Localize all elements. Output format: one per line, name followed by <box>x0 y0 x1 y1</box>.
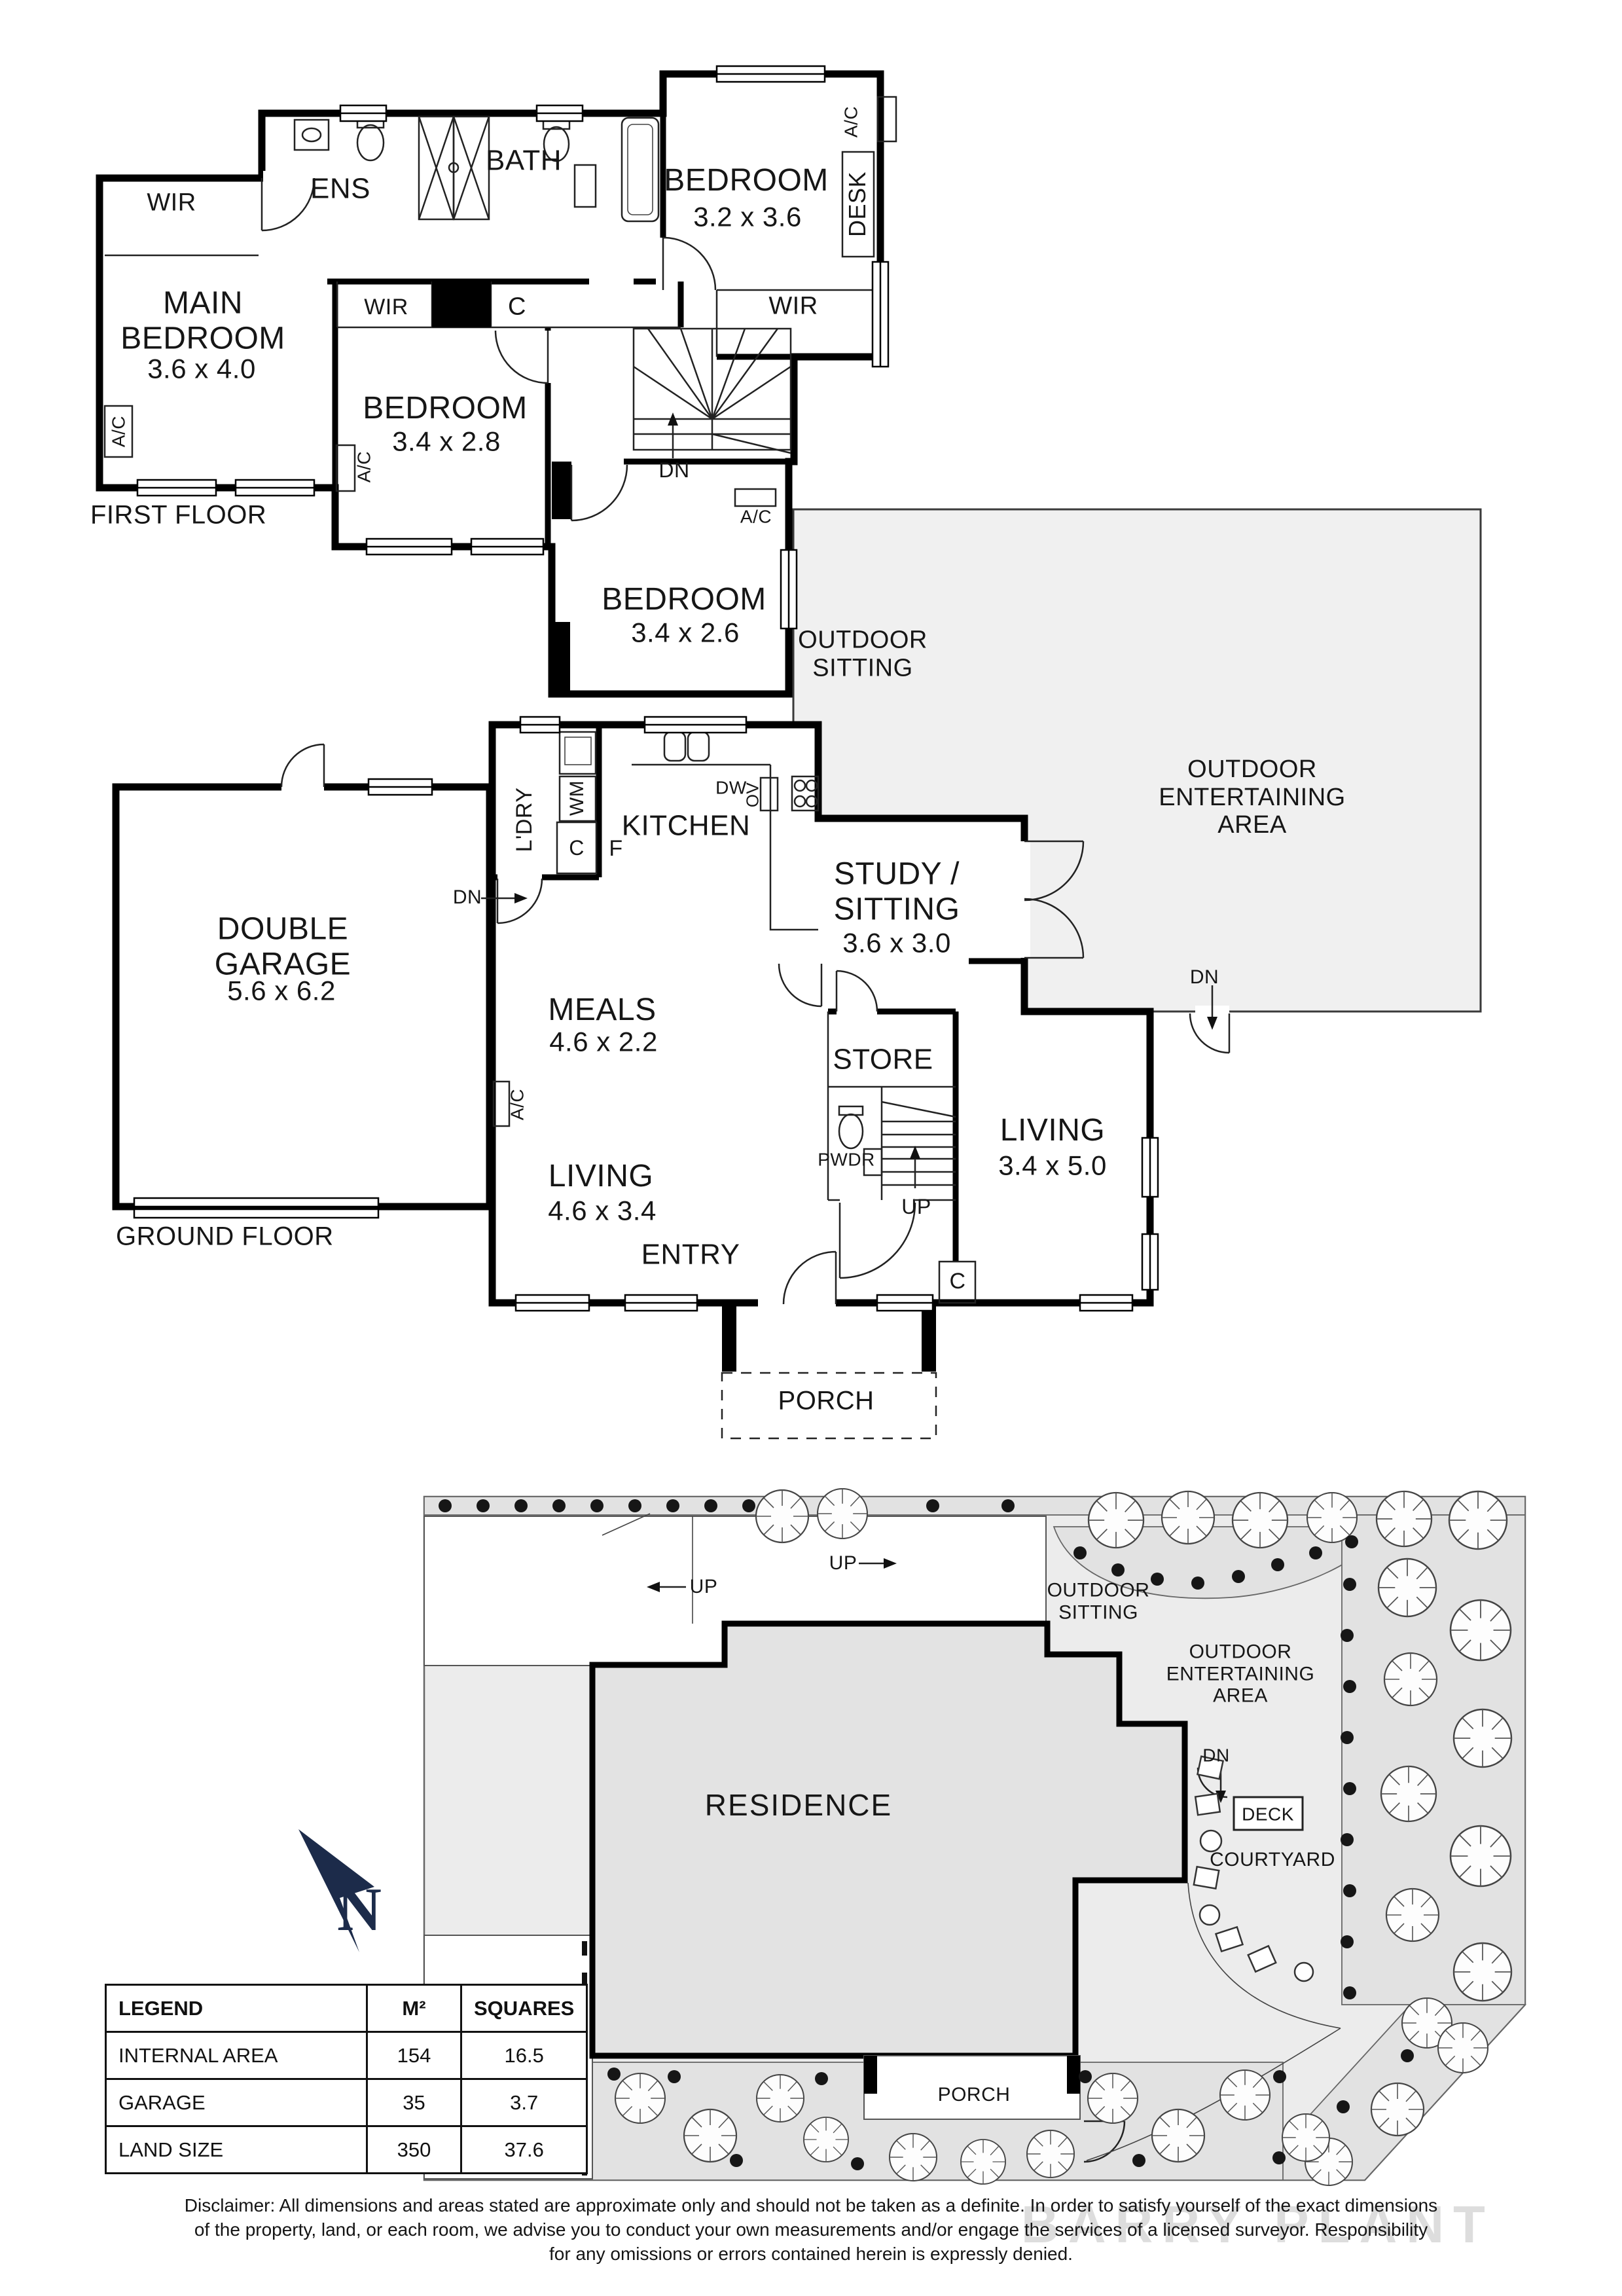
label-ac-bedroom3: A/C <box>353 450 374 483</box>
site-label-deck: DECK <box>1242 1804 1294 1825</box>
agency-watermark: BARRY PLANT <box>1021 2195 1494 2253</box>
room-dims-study: 3.6 x 3.0 <box>842 927 951 958</box>
site-label-residence: RESIDENCE <box>704 1788 893 1823</box>
label-cupboard-mid: C <box>508 293 526 321</box>
site-plan <box>298 1487 1527 2186</box>
room-dims-bedroom2: 3.2 x 3.6 <box>693 201 802 232</box>
label-up-stairs: UP <box>901 1195 931 1219</box>
ground-floor-windows <box>367 716 1159 1312</box>
label-dn-stairs: DN <box>658 458 690 483</box>
stepping-stones <box>1193 1755 1314 1982</box>
label-outdoor-sitting: OUTDOOR SITTING <box>798 626 928 682</box>
site-label-dn: DN <box>1202 1745 1230 1766</box>
room-label-study: STUDY / SITTING <box>833 856 960 926</box>
room-label-living2: LIVING <box>1000 1113 1106 1148</box>
north-arrow-icon <box>298 1829 374 1952</box>
label-oven: OV <box>742 782 763 808</box>
legend-header-m2: M² <box>366 1984 462 2033</box>
label-porch-ground: PORCH <box>778 1386 874 1415</box>
site-label-porch: PORCH <box>937 2084 1011 2106</box>
powder-room-fixtures <box>838 1105 883 1176</box>
kitchen-fixtures <box>632 731 820 931</box>
label-store: STORE <box>833 1043 933 1076</box>
label-ensuite: ENS <box>310 172 370 205</box>
legend-cell: INTERNAL AREA <box>105 2031 368 2080</box>
site-label-courtyard: COURTYARD <box>1210 1849 1335 1871</box>
room-label-meals: MEALS <box>548 993 657 1028</box>
room-label-garage: DOUBLE GARAGE <box>214 911 351 981</box>
legend-cell: 154 <box>366 2031 462 2080</box>
legend-cell: 37.6 <box>460 2125 588 2174</box>
ensuite-fixtures <box>293 117 385 162</box>
legend-cell: GARAGE <box>105 2078 368 2127</box>
room-label-bedroom4: BEDROOM <box>602 582 766 617</box>
room-dims-meals: 4.6 x 2.2 <box>549 1026 658 1057</box>
label-up-path: UP <box>829 1552 857 1575</box>
legend-header-name: LEGEND <box>105 1984 368 2033</box>
laundry-fixtures <box>481 731 598 924</box>
legend-cell: 16.5 <box>460 2031 588 2080</box>
room-dims-garage: 5.6 x 6.2 <box>227 975 336 1006</box>
label-ac-bedroom2: A/C <box>840 105 861 138</box>
label-desk: DESK <box>843 171 871 238</box>
label-cupboard-entry: C <box>949 1268 966 1294</box>
label-kitchen: KITCHEN <box>621 809 751 842</box>
legend-cell: 35 <box>366 2078 462 2127</box>
room-label-bedroom3: BEDROOM <box>363 391 528 426</box>
disclaimer-line-2: of the property, land, or each room, we … <box>194 2219 1428 2240</box>
legend-row-garage: GARAGE 35 3.7 <box>105 2078 588 2127</box>
label-ac-main-bedroom: A/C <box>108 415 129 448</box>
room-dims-living1: 4.6 x 3.4 <box>548 1195 657 1226</box>
label-ac-living: A/C <box>507 1088 528 1121</box>
label-dishwasher: DW <box>715 777 747 798</box>
stairs-ground-floor <box>881 1101 956 1188</box>
label-wir-bedroom2: WIR <box>768 292 818 320</box>
legend-table: LEGEND M² SQUARES INTERNAL AREA 154 16.5… <box>105 1984 588 2174</box>
legend-cell: 350 <box>366 2125 462 2174</box>
legend-row-land-size: LAND SIZE 350 37.6 <box>105 2125 588 2174</box>
site-label-outdoor-entertaining: OUTDOOR ENTERTAINING AREA <box>1166 1641 1315 1707</box>
label-ac-bedroom4: A/C <box>740 506 772 527</box>
label-wir-top: WIR <box>147 189 196 217</box>
legend-cell: LAND SIZE <box>105 2125 368 2174</box>
site-label-outdoor-sitting: OUTDOOR SITTING <box>1047 1579 1150 1623</box>
room-label-main-bedroom: MAIN BEDROOM <box>120 285 285 355</box>
label-outdoor-entertaining: OUTDOOR ENTERTAINING AREA <box>1159 756 1346 839</box>
legend-cell: 3.7 <box>460 2078 588 2127</box>
label-laundry: L'DRY <box>511 787 537 852</box>
label-dn-outdoor: DN <box>1189 966 1219 989</box>
label-bath: BATH <box>485 144 562 177</box>
porch-outline <box>721 1372 937 1440</box>
legend-header-row: LEGEND M² SQUARES <box>105 1984 588 2033</box>
legend-row-internal-area: INTERNAL AREA 154 16.5 <box>105 2031 588 2080</box>
label-fridge: F <box>609 835 623 861</box>
garage-door <box>133 1197 380 1219</box>
first-floor-windows <box>136 65 890 630</box>
north-letter: N <box>337 1876 382 1944</box>
label-entry: ENTRY <box>641 1238 740 1271</box>
ground-floor-title: GROUND FLOOR <box>116 1222 334 1251</box>
legend-header-squares: SQUARES <box>460 1984 588 2033</box>
label-washing-machine: WM <box>566 780 588 816</box>
disclaimer-line-3: for any omissions or errors contained he… <box>549 2244 1073 2264</box>
label-dn-laundry: DN <box>452 886 482 909</box>
robe-cupboards <box>418 115 490 221</box>
first-floor-title: FIRST FLOOR <box>90 500 267 530</box>
ground-floor-plan <box>112 716 1231 1440</box>
label-powder-room: PWDR <box>818 1149 875 1170</box>
room-dims-bedroom3: 3.4 x 2.8 <box>392 426 501 457</box>
room-dims-main-bedroom: 3.6 x 4.0 <box>147 353 256 384</box>
deck-outline <box>1233 1796 1304 1831</box>
label-cupboard-laundry: C <box>569 836 585 860</box>
stairs-first-floor <box>632 327 792 458</box>
room-dims-living2: 3.4 x 5.0 <box>998 1150 1107 1181</box>
disclaimer-line-1: Disclaimer: All dimensions and areas sta… <box>184 2195 1438 2215</box>
room-label-bedroom2: BEDROOM <box>664 163 829 198</box>
room-dims-bedroom4: 3.4 x 2.6 <box>631 617 740 648</box>
label-up-driveway: UP <box>689 1576 718 1598</box>
label-wir-mid: WIR <box>364 294 408 319</box>
room-label-living1: LIVING <box>548 1159 654 1194</box>
first-floor-plan <box>96 65 897 698</box>
